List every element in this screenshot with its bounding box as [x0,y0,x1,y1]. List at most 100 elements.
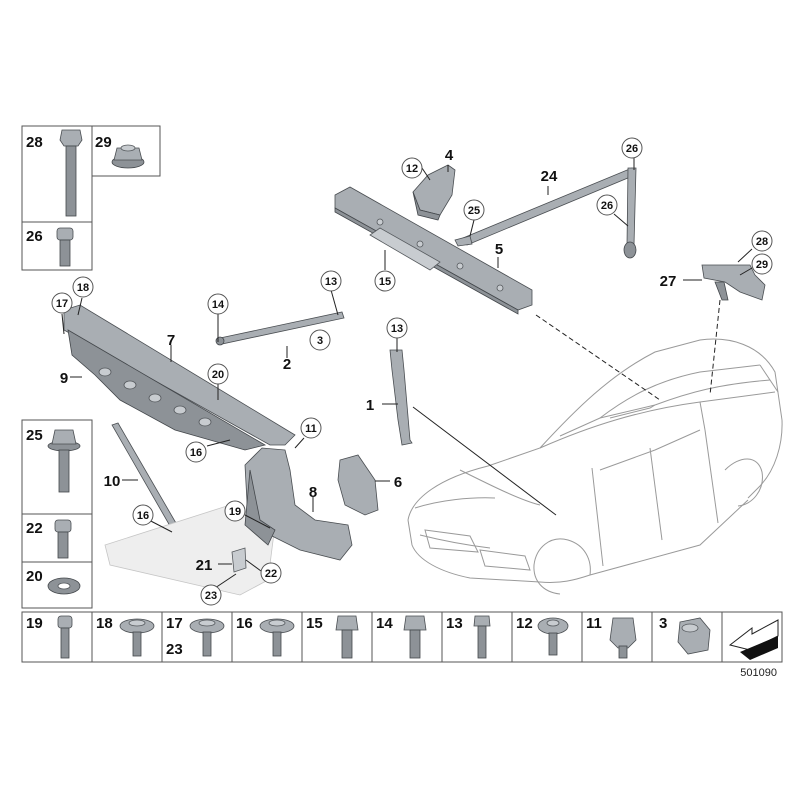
svg-text:20: 20 [212,369,224,381]
svg-text:11: 11 [305,423,317,435]
leader-lines [61,158,753,591]
bolt-14-icon [403,615,427,659]
callout-13-top: 13 [320,270,342,292]
callout-25: 25 [463,199,485,221]
callout-21: 21 [196,557,213,574]
direction-arrow-icon [728,619,779,660]
diagram-number: 501090 [740,667,777,679]
part-6-bracket [337,454,379,516]
legend-label-11: 11 [586,615,602,632]
svg-text:23: 23 [205,590,217,602]
legend-label-3: 3 [659,615,667,632]
nut-29-icon [111,144,145,169]
washer-20-icon [47,577,81,595]
callout-18: 18 [72,276,94,298]
bolt-15-icon [335,615,359,659]
callout-7: 7 [167,332,175,349]
clip-11-icon [609,617,637,659]
callout-3: 3 [309,329,331,351]
callout-26-mid: 26 [596,194,618,216]
callout-28: 28 [751,230,773,252]
circled-callouts: 3 11 12 13 13 14 15 16 16 17 18 19 20 22… [51,137,773,606]
legend-label-18: 18 [96,615,113,632]
bolt-17-icon [189,618,225,657]
callout-5: 5 [495,241,503,258]
callout-2: 2 [283,356,291,373]
callout-11: 11 [300,417,322,439]
svg-text:16: 16 [190,447,202,459]
callout-16-a: 16 [185,441,207,463]
svg-text:18: 18 [77,282,89,294]
callout-12: 12 [401,157,423,179]
svg-text:3: 3 [317,335,323,347]
part-5-rail [334,186,533,315]
legend-label-22: 22 [26,520,43,537]
bolt-28-icon [59,129,83,217]
bolt-25-icon [47,429,81,493]
legend-label-29: 29 [95,134,112,151]
part-4-bracket [412,164,456,221]
bolt-22-icon [54,519,72,559]
legend-label-20: 20 [26,568,43,585]
svg-text:16: 16 [137,510,149,522]
svg-text:15: 15 [379,276,391,288]
bolt-16-icon [259,618,295,657]
callout-23: 23 [200,584,222,606]
bolt-13-icon [473,615,491,659]
callout-29: 29 [751,253,773,275]
legend-label-25: 25 [26,427,43,444]
svg-text:22: 22 [265,568,277,580]
callout-19: 19 [224,500,246,522]
legend-label-15: 15 [306,615,323,632]
legend-label-17: 17 [166,615,183,632]
svg-text:19: 19 [229,506,241,518]
callout-24: 24 [541,168,558,185]
callout-15: 15 [374,270,396,292]
svg-text:28: 28 [756,236,768,248]
bolt-12-icon [537,617,569,656]
callout-20: 20 [207,363,229,385]
callout-9: 9 [60,370,68,387]
svg-text:17: 17 [56,298,68,310]
legend-label-13: 13 [446,615,463,632]
legend-label-16: 16 [236,615,253,632]
callout-14: 14 [207,293,229,315]
callout-6: 6 [394,474,402,491]
part-7-cowl-panel [63,304,296,451]
svg-text:13: 13 [391,323,403,335]
callout-26-top: 26 [621,137,643,159]
callout-22: 22 [260,562,282,584]
callout-17: 17 [51,292,73,314]
callout-13-mid: 13 [386,317,408,339]
legend-label-26: 26 [26,228,43,245]
legend-label-19: 19 [26,615,43,632]
car-outline [407,338,783,595]
svg-text:13: 13 [325,276,337,288]
legend-label-12: 12 [516,615,533,632]
callout-1: 1 [366,397,374,414]
legend-label-23: 23 [166,641,183,658]
svg-text:29: 29 [756,259,768,271]
legend-left: 28 29 26 25 22 20 [21,125,161,609]
callout-16-b: 16 [132,504,154,526]
bolt-26-icon [56,227,74,267]
legend-label-14: 14 [376,615,393,632]
svg-text:12: 12 [406,163,418,175]
callout-4: 4 [445,147,454,164]
svg-text:14: 14 [212,299,225,311]
clip-3-icon [677,617,711,655]
legend-label-28: 28 [26,134,43,151]
callout-8: 8 [309,484,317,501]
svg-text:26: 26 [601,200,613,212]
callout-labels: 1 2 4 5 6 7 8 9 10 21 24 27 [60,147,677,574]
callout-27: 27 [660,273,677,290]
part-24-strut-bar [454,167,637,259]
svg-text:26: 26 [626,143,638,155]
callout-10: 10 [104,473,121,490]
part-1-strut [389,349,413,446]
legend-bottom: 19 18 17 23 16 15 14 13 12 11 3 [21,611,783,663]
bolt-18-icon [119,618,155,657]
bolt-19-icon [57,615,73,659]
svg-text:25: 25 [468,205,480,217]
